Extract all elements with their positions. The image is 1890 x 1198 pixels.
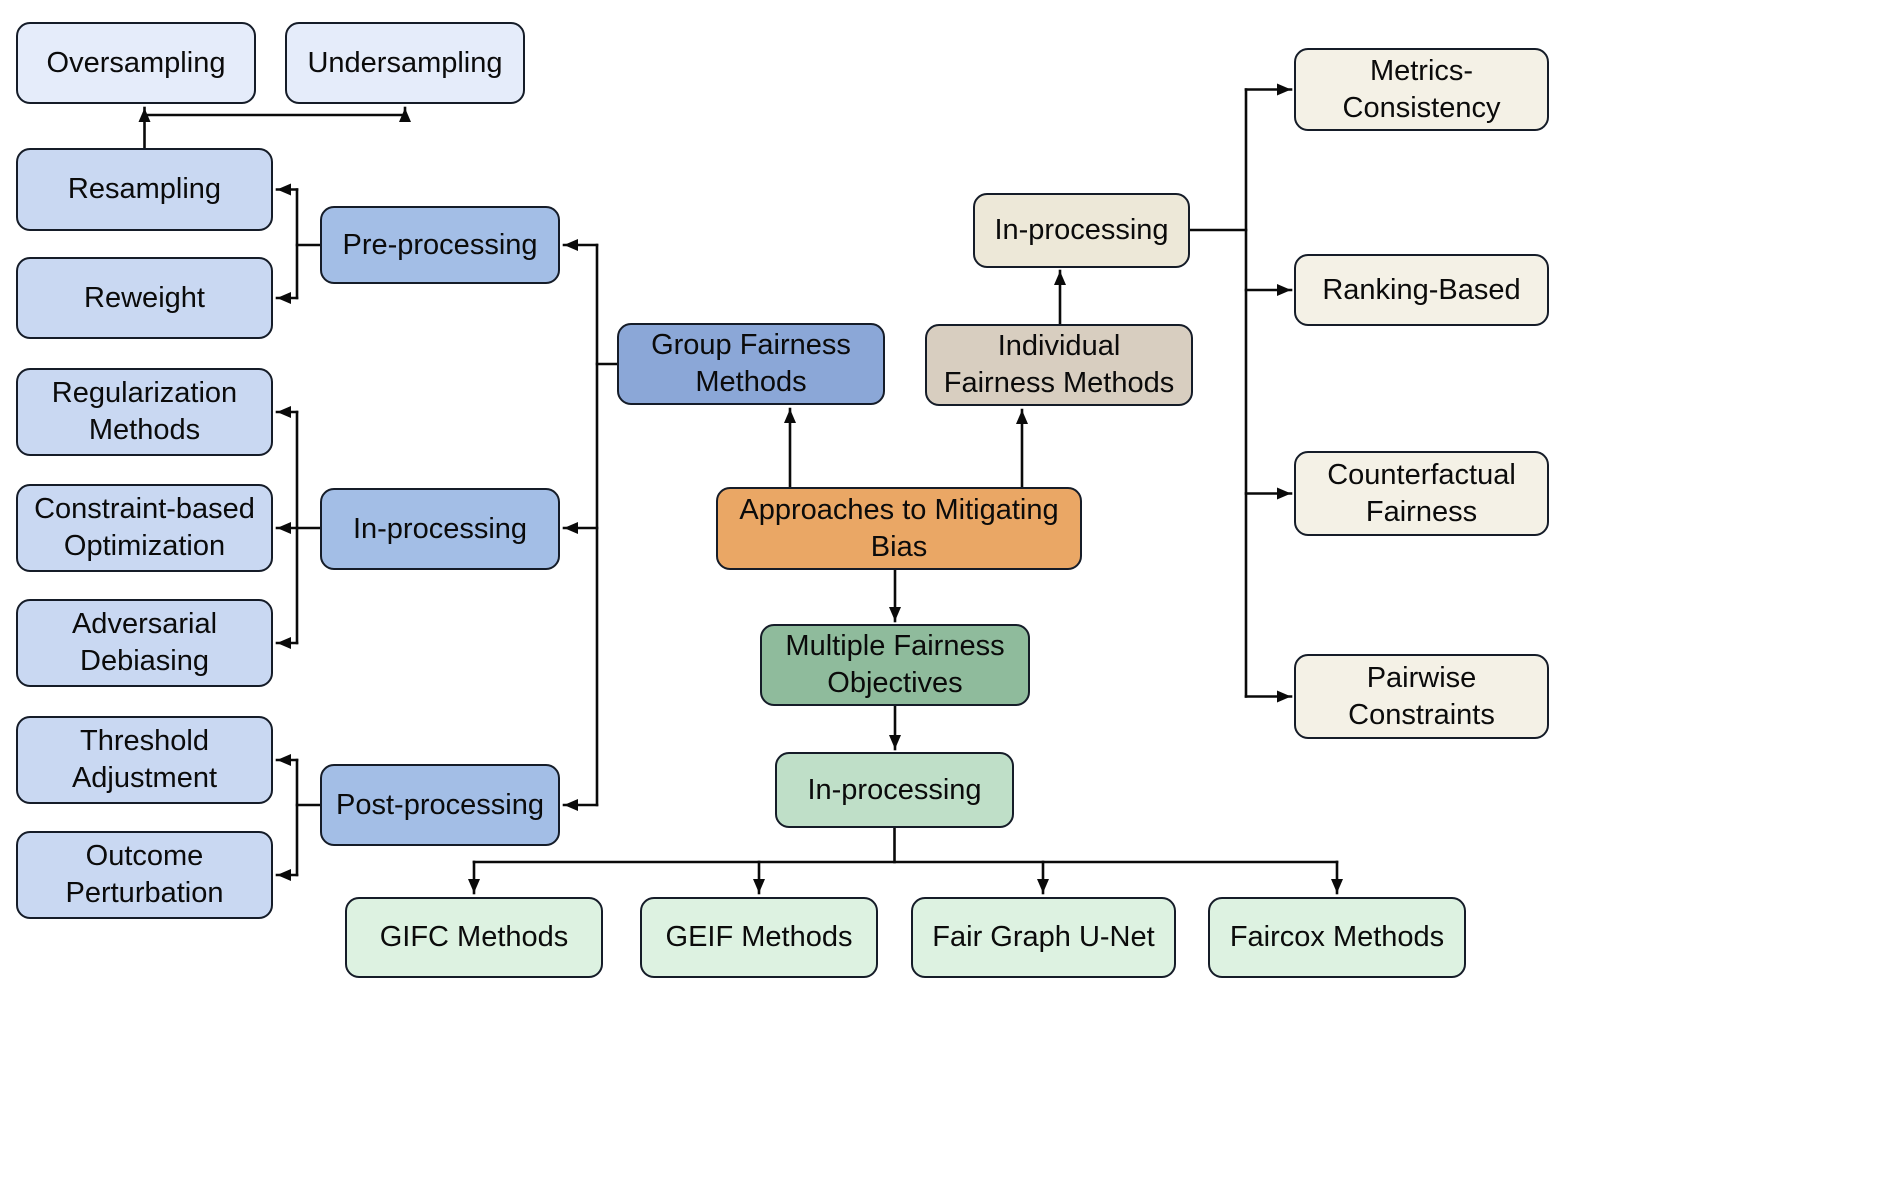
node-approaches-root-label: Approaches to Mitigating Bias [739,493,1059,563]
node-gifc-methods: GIFC Methods [345,897,603,978]
node-in-processing-group-label: In-processing [352,512,528,545]
node-individual-fairness-methods-label: Individual Fairness Methods [943,330,1175,399]
node-counterfactual-fairness-label: Counterfactual Fairness [1327,458,1516,528]
node-reweight-label: Reweight [84,281,205,314]
node-in-processing-multiple-label: In-processing [807,773,982,806]
connector-resampling-branches [138,106,411,150]
node-post-processing: Post-processing [320,764,560,846]
node-faircox-methods: Faircox Methods [1208,897,1466,978]
connector-in-processing-left-branches [275,406,322,649]
node-geif-methods: GEIF Methods [640,897,878,978]
node-undersampling: Undersampling [285,22,525,104]
node-counterfactual-fairness: Counterfactual Fairness [1294,451,1549,536]
node-fair-graph-unet: Fair Graph U-Net [911,897,1176,978]
node-constraint-based-optimization: Constraint-based Optimization [16,484,273,572]
node-pairwise-constraints-label: Pairwise Constraints [1348,661,1495,731]
node-outcome-perturbation: Outcome Perturbation [16,831,273,919]
node-multiple-fairness-objectives-label: Multiple Fairness Objectives [785,630,1005,699]
node-multiple-fairness-objectives: Multiple Fairness Objectives [760,624,1030,706]
node-ranking-based: Ranking-Based [1294,254,1549,326]
node-regularization-methods: Regularization Methods [16,368,273,456]
node-fair-graph-unet-label: Fair Graph U-Net [932,921,1155,954]
node-approaches-root: Approaches to Mitigating Bias [716,487,1082,570]
connector-in-processing-right-spine [1188,83,1293,703]
node-individual-fairness-methods: Individual Fairness Methods [925,324,1193,406]
node-resampling: Resampling [16,148,273,231]
node-oversampling: Oversampling [16,22,256,104]
node-in-processing-group: In-processing [320,488,560,570]
node-oversampling-label: Oversampling [46,46,226,79]
node-adversarial-debiasing-label: Adversarial Debiasing [71,608,218,677]
node-undersampling-label: Undersampling [307,46,503,79]
node-in-processing-individual: In-processing [973,193,1190,268]
node-outcome-perturbation-label: Outcome Perturbation [65,840,224,909]
node-metrics-consistency: Metrics-Consistency [1294,48,1549,131]
connector-pre-processing-branches [275,183,322,304]
node-pairwise-constraints: Pairwise Constraints [1294,654,1549,739]
node-threshold-adjustment: Threshold Adjustment [16,716,273,804]
connector-in-processing-bottom-branches [468,826,1343,895]
node-ranking-based-label: Ranking-Based [1322,273,1521,306]
node-adversarial-debiasing: Adversarial Debiasing [16,599,273,687]
node-faircox-methods-label: Faircox Methods [1229,921,1445,954]
connector-post-processing-branches [275,754,322,881]
node-geif-methods-label: GEIF Methods [665,921,853,954]
node-pre-processing-label: Pre-processing [342,228,538,261]
node-gifc-methods-label: GIFC Methods [379,921,569,954]
node-post-processing-label: Post-processing [336,788,544,821]
node-in-processing-multiple: In-processing [775,752,1014,828]
node-in-processing-individual-label: In-processing [994,214,1169,247]
node-group-fairness-methods: Group Fairness Methods [617,323,885,405]
node-regularization-methods-label: Regularization Methods [51,377,238,446]
node-constraint-based-optimization-label: Constraint-based Optimization [34,493,255,562]
node-metrics-consistency-label: Metrics-Consistency [1342,54,1501,124]
node-reweight: Reweight [16,257,273,339]
node-pre-processing: Pre-processing [320,206,560,284]
connector-group-fairness-left-spine [562,239,619,811]
node-group-fairness-methods-label: Group Fairness Methods [651,329,851,398]
node-threshold-adjustment-label: Threshold Adjustment [71,725,218,794]
node-resampling-label: Resampling [67,173,222,206]
